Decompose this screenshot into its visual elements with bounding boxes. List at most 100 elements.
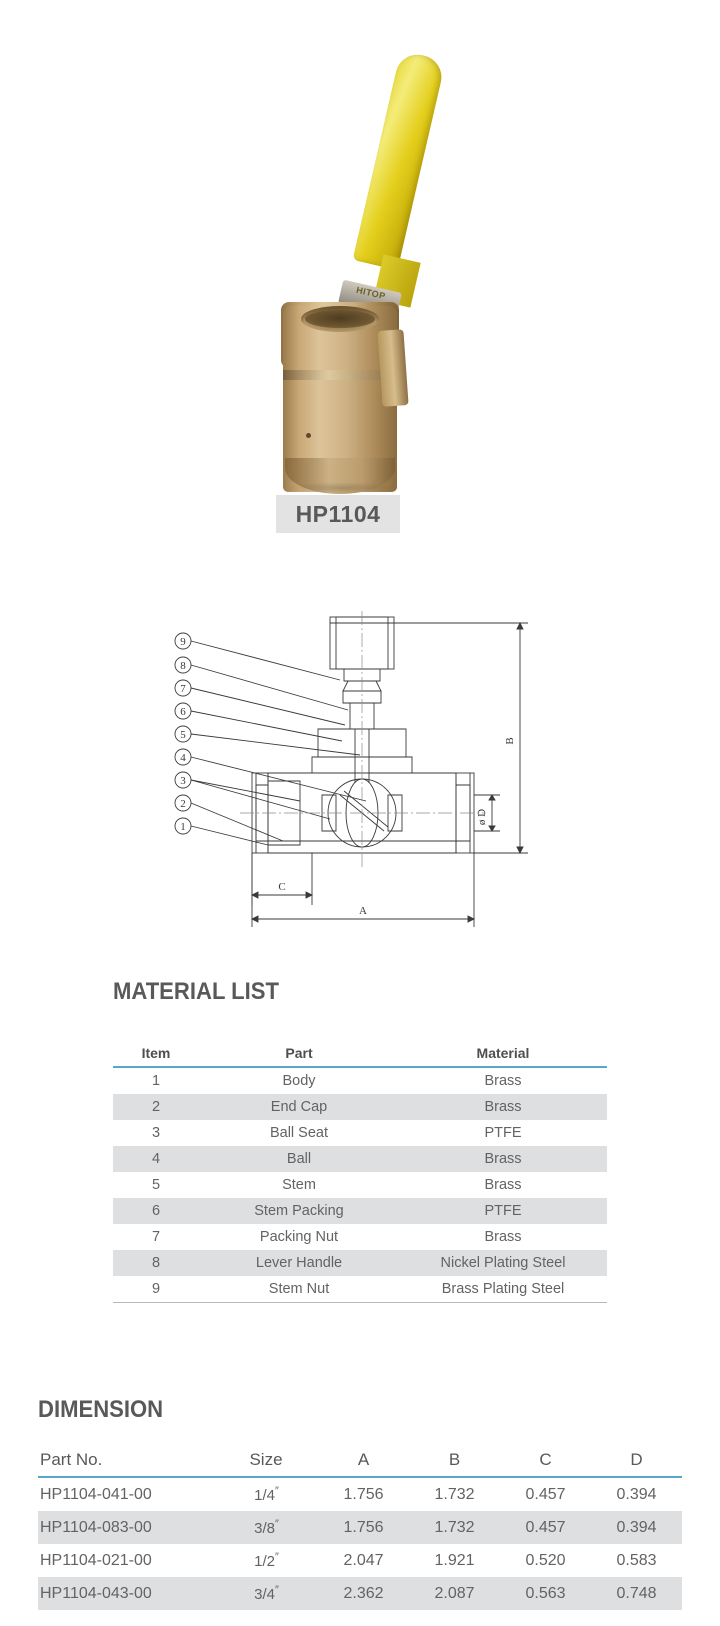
- callout-7: 7: [180, 683, 186, 695]
- material-material: Brass: [484, 1177, 522, 1193]
- material-list-table: Item Part Material 1 Body Brass 2 End Ca…: [113, 1042, 607, 1303]
- table-row: 5 Stem Brass: [113, 1172, 607, 1198]
- material-part: Packing Nut: [259, 1229, 339, 1245]
- material-item: 6: [113, 1198, 199, 1224]
- material-material: Brass: [484, 1073, 522, 1089]
- material-col-item: Item: [113, 1042, 199, 1068]
- dimension-table-header-row: Part No. Size A B C D: [38, 1448, 682, 1478]
- table-row: 4 Ball Brass: [113, 1146, 607, 1172]
- callout-9: 9: [180, 636, 186, 648]
- lever-handle-graphic: [352, 50, 446, 271]
- material-part: Ball: [199, 1146, 399, 1172]
- dimension-b: [394, 621, 528, 855]
- callout-3: 3: [180, 775, 186, 787]
- dimension-size: 3/4″: [214, 1577, 318, 1610]
- material-col-material: Material: [399, 1042, 607, 1068]
- dimension-b: 2.087: [409, 1577, 500, 1610]
- inch-mark: ″: [274, 1551, 279, 1563]
- size-value: 3/8: [254, 1520, 275, 1537]
- dimension-label-b: B: [504, 737, 516, 744]
- product-photo: HITOP: [0, 30, 720, 494]
- dimension-d: 0.394: [616, 1485, 657, 1503]
- valve-thread-graphic: [305, 310, 375, 328]
- dimension-a: 1.756: [318, 1511, 409, 1544]
- dimension-c: 0.457: [525, 1485, 566, 1503]
- dimension-partno: HP1104-021-00: [40, 1551, 152, 1569]
- dimension-table: Part No. Size A B C D HP1104-041-00 1/4″…: [38, 1448, 682, 1610]
- dimension-label-a: A: [359, 905, 367, 917]
- callout-5: 5: [180, 729, 186, 741]
- table-row: 1 Body Brass: [113, 1067, 607, 1094]
- inch-mark: ″: [274, 1518, 279, 1530]
- material-material: Brass Plating Steel: [399, 1276, 607, 1303]
- table-row: 8 Lever Handle Nickel Plating Steel: [113, 1250, 607, 1276]
- size-value: 1/2: [254, 1553, 275, 1570]
- dimension-b: 1.921: [434, 1551, 475, 1569]
- material-part: Body: [282, 1073, 316, 1089]
- size-value: 3/4: [254, 1586, 275, 1603]
- dimension-c: 0.520: [525, 1551, 566, 1569]
- material-col-part: Part: [199, 1042, 399, 1068]
- dimension-b: 1.732: [434, 1485, 475, 1503]
- valve-collar-graphic: [283, 370, 397, 380]
- material-material: Brass: [399, 1094, 607, 1120]
- dimension-label-d: ø D: [476, 809, 488, 825]
- dimension-label-c: C: [278, 881, 285, 893]
- material-list-heading: MATERIAL LIST: [113, 978, 280, 1005]
- dimension-col-partno: Part No.: [38, 1448, 214, 1478]
- dimension-col-b: B: [409, 1448, 500, 1478]
- dimension-d: 0.583: [616, 1551, 657, 1569]
- dimension-d: [474, 794, 500, 832]
- dimension-col-size: Size: [214, 1448, 318, 1478]
- material-item: 7: [151, 1229, 161, 1245]
- dimension-c: [250, 853, 314, 905]
- material-part: End Cap: [199, 1094, 399, 1120]
- dimension-a: 2.047: [343, 1551, 384, 1569]
- material-item: 5: [151, 1177, 161, 1193]
- material-part: Stem: [282, 1177, 316, 1193]
- dimension-size: 3/8″: [214, 1511, 318, 1544]
- inch-mark: ″: [274, 1584, 279, 1596]
- dimension-size: 1/2″: [214, 1544, 318, 1577]
- dimension-heading: DIMENSION: [38, 1396, 164, 1423]
- material-item: 1: [151, 1073, 161, 1089]
- material-material: Brass: [484, 1229, 522, 1245]
- material-part: Lever Handle: [199, 1250, 399, 1276]
- callout-6: 6: [180, 706, 186, 718]
- material-item: 4: [113, 1146, 199, 1172]
- material-table-header-row: Item Part Material: [113, 1042, 607, 1068]
- material-item: 9: [113, 1276, 199, 1303]
- dimension-a: 1.756: [343, 1485, 384, 1503]
- material-part: Ball Seat: [269, 1125, 329, 1141]
- valve-marking-dot: [306, 433, 311, 438]
- callout-1: 1: [180, 821, 186, 833]
- table-row: 7 Packing Nut Brass: [113, 1224, 607, 1250]
- dimension-partno: HP1104-043-00: [38, 1577, 214, 1610]
- model-label: HP1104: [276, 495, 400, 533]
- dimension-partno: HP1104-083-00: [38, 1511, 214, 1544]
- dimension-b: 1.732: [409, 1511, 500, 1544]
- material-part: Stem Packing: [199, 1198, 399, 1224]
- callout-2: 2: [180, 798, 186, 810]
- dimension-d: 0.394: [591, 1511, 682, 1544]
- dimension-a: [250, 853, 476, 927]
- material-material: PTFE: [484, 1125, 522, 1141]
- dimension-d: 0.748: [591, 1577, 682, 1610]
- table-row: 2 End Cap Brass: [113, 1094, 607, 1120]
- callout-4: 4: [180, 752, 186, 764]
- dimension-col-c: C: [500, 1448, 591, 1478]
- dimension-size: 1/4″: [214, 1477, 318, 1511]
- dimension-c: 0.457: [500, 1511, 591, 1544]
- callout-8: 8: [180, 660, 186, 672]
- inch-mark: ″: [274, 1485, 279, 1497]
- product-shadow: [285, 482, 397, 494]
- material-item: 3: [151, 1125, 161, 1141]
- table-row: 6 Stem Packing PTFE: [113, 1198, 607, 1224]
- table-row: 3 Ball Seat PTFE: [113, 1120, 607, 1146]
- material-material: Brass: [399, 1146, 607, 1172]
- dimension-a: 2.362: [318, 1577, 409, 1610]
- table-row: HP1104-083-00 3/8″ 1.756 1.732 0.457 0.3…: [38, 1511, 682, 1544]
- size-value: 1/4: [254, 1487, 275, 1504]
- valve-side-port-graphic: [377, 329, 409, 407]
